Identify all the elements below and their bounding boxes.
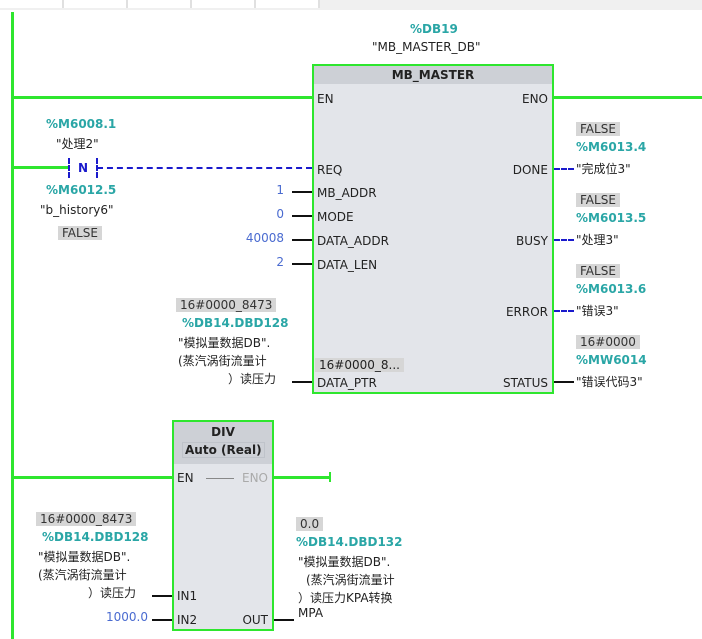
n-edge-contact[interactable]: N bbox=[68, 158, 98, 178]
pin-busy: BUSY bbox=[516, 234, 548, 248]
rung-en-wire bbox=[12, 96, 312, 99]
data-ptr-name: (蒸汽涡街流量计 bbox=[178, 354, 267, 368]
instance-db-address: %DB19 bbox=[410, 22, 458, 36]
pin-data-ptr: DATA_PTR bbox=[317, 376, 377, 390]
pin-eno: ENO bbox=[521, 92, 548, 106]
out-name: MPA bbox=[298, 606, 324, 620]
in1-monitor: 16#0000_8473 bbox=[36, 512, 137, 526]
mode-value[interactable]: 0 bbox=[276, 207, 284, 221]
edge-memory-address: %M6012.5 bbox=[46, 183, 117, 197]
done-wire bbox=[554, 168, 574, 170]
wire bbox=[292, 381, 312, 383]
wire bbox=[292, 263, 312, 265]
out-monitor: 0.0 bbox=[296, 517, 324, 531]
data-ptr-address[interactable]: %DB14.DBD128 bbox=[182, 316, 289, 330]
out-name: "模拟量数据DB". bbox=[298, 555, 391, 569]
pin-data-addr: DATA_ADDR bbox=[317, 234, 389, 248]
done-name: "完成位3" bbox=[576, 162, 631, 176]
rung-eno-wire bbox=[553, 96, 702, 99]
en-eno-line bbox=[206, 478, 234, 479]
instance-db-name: "MB_MASTER_DB" bbox=[372, 40, 481, 54]
div-eno-wire bbox=[273, 476, 330, 479]
edge-memory-name: "b_history6" bbox=[40, 203, 114, 217]
error-wire bbox=[554, 310, 574, 312]
status-wire bbox=[554, 381, 574, 383]
done-address[interactable]: %M6013.4 bbox=[576, 140, 647, 154]
in1-name: (蒸汽涡街流量计 bbox=[38, 568, 127, 582]
pin-in2: IN2 bbox=[177, 613, 198, 627]
wire bbox=[292, 239, 312, 241]
error-name: "错误3" bbox=[576, 304, 619, 318]
data-ptr-monitor: 16#0000_8473 bbox=[176, 298, 277, 312]
pin-req: REQ bbox=[317, 163, 343, 177]
mb-addr-value[interactable]: 1 bbox=[276, 183, 284, 197]
pin-done: DONE bbox=[512, 163, 548, 177]
pin-mode: MODE bbox=[317, 210, 354, 224]
in1-address[interactable]: %DB14.DBD128 bbox=[42, 530, 149, 544]
rung-end bbox=[329, 472, 331, 482]
contact-wire bbox=[12, 166, 69, 169]
power-rail bbox=[11, 12, 14, 639]
data-ptr-name: "模拟量数据DB". bbox=[178, 336, 271, 350]
contact-address: %M6008.1 bbox=[46, 117, 117, 131]
wire bbox=[292, 191, 312, 193]
error-value: FALSE bbox=[576, 264, 620, 278]
out-address[interactable]: %DB14.DBD132 bbox=[296, 535, 403, 549]
data-addr-value[interactable]: 40008 bbox=[245, 231, 284, 245]
busy-name: "处理3" bbox=[576, 233, 619, 247]
status-name: "错误代码3" bbox=[576, 375, 643, 389]
pin-out: OUT bbox=[242, 613, 268, 627]
data-ptr-value: 16#0000_8... bbox=[315, 358, 404, 372]
wire bbox=[292, 215, 312, 217]
status-value: 16#0000 bbox=[576, 335, 640, 349]
wire bbox=[152, 619, 172, 621]
in1-name: "模拟量数据DB". bbox=[38, 550, 131, 564]
toolbar-strip bbox=[0, 0, 702, 10]
div-en-wire bbox=[12, 476, 172, 479]
block-title: MB_MASTER bbox=[314, 66, 552, 84]
busy-address[interactable]: %M6013.5 bbox=[576, 211, 647, 225]
wire bbox=[152, 595, 172, 597]
out-name: ）读压力KPA转换 bbox=[298, 591, 393, 605]
div-block[interactable]: DIV Auto (Real) EN ENO IN1 IN2 OUT bbox=[172, 420, 274, 631]
pin-en: EN bbox=[177, 471, 194, 485]
out-name: (蒸汽涡街流量计 bbox=[306, 573, 395, 587]
wire bbox=[274, 619, 294, 621]
contact-name: "处理2" bbox=[56, 137, 99, 151]
pin-error: ERROR bbox=[505, 305, 548, 319]
data-ptr-name: ）读压力 bbox=[228, 372, 277, 386]
pin-en: EN bbox=[317, 92, 334, 106]
done-value: FALSE bbox=[576, 122, 620, 136]
in2-value[interactable]: 1000.0 bbox=[106, 610, 148, 624]
div-type-selector[interactable]: Auto (Real) bbox=[182, 442, 265, 458]
in1-name: ）读压力 bbox=[88, 586, 137, 600]
div-title: DIV bbox=[211, 425, 235, 439]
data-len-value[interactable]: 2 bbox=[276, 255, 284, 269]
pin-eno: ENO bbox=[241, 471, 268, 485]
req-signal-wire bbox=[97, 167, 312, 169]
pin-status: STATUS bbox=[502, 376, 548, 390]
pin-mb-addr: MB_ADDR bbox=[317, 186, 377, 200]
mb-master-block[interactable]: MB_MASTER EN ENO REQ MB_ADDR MODE DATA_A… bbox=[312, 64, 554, 394]
busy-wire bbox=[554, 239, 574, 241]
status-address[interactable]: %MW6014 bbox=[576, 353, 647, 367]
edge-memory-value: FALSE bbox=[58, 226, 102, 240]
busy-value: FALSE bbox=[576, 193, 620, 207]
contact-symbol: N bbox=[77, 161, 89, 175]
error-address[interactable]: %M6013.6 bbox=[576, 282, 647, 296]
pin-in1: IN1 bbox=[177, 589, 198, 603]
pin-data-len: DATA_LEN bbox=[317, 258, 378, 272]
